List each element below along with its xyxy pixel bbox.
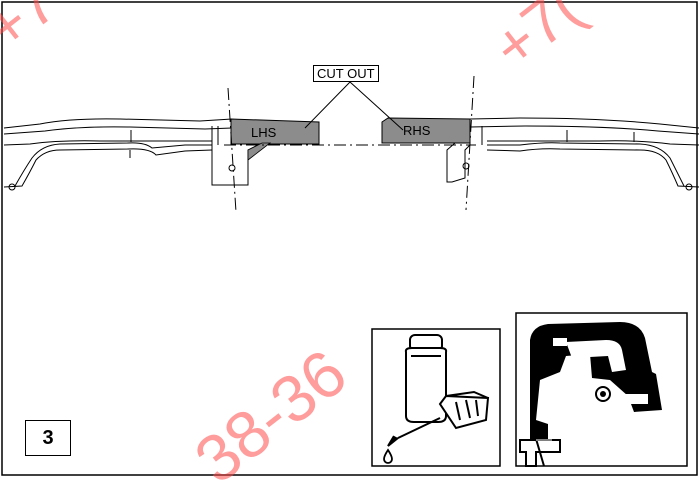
inset-jigsaw-panel bbox=[515, 312, 688, 467]
rhs-label: RHS bbox=[403, 123, 431, 138]
bracket-hole-left bbox=[228, 164, 236, 172]
mount-hole-left bbox=[8, 183, 16, 191]
cutting-guides bbox=[224, 75, 476, 213]
jigsaw-icon bbox=[519, 322, 662, 467]
mount-hole-right bbox=[685, 183, 693, 191]
frame-border bbox=[1, 1, 698, 476]
cutout-leaders bbox=[304, 81, 404, 131]
inset-paint-panel bbox=[371, 328, 501, 467]
step-number-badge: 3 bbox=[25, 420, 71, 456]
diagram-canvas bbox=[1, 1, 699, 476]
cut-region-lhs-wedge bbox=[247, 142, 272, 161]
paint-drop-icon bbox=[383, 448, 393, 464]
lhs-label: LHS bbox=[251, 125, 277, 140]
cutout-label: CUT OUT bbox=[313, 65, 379, 82]
brush-cap-icon bbox=[387, 390, 490, 447]
paint-bottle-icon bbox=[404, 334, 448, 423]
cut-region-rhs bbox=[381, 117, 471, 144]
bumper-outline bbox=[3, 117, 699, 191]
